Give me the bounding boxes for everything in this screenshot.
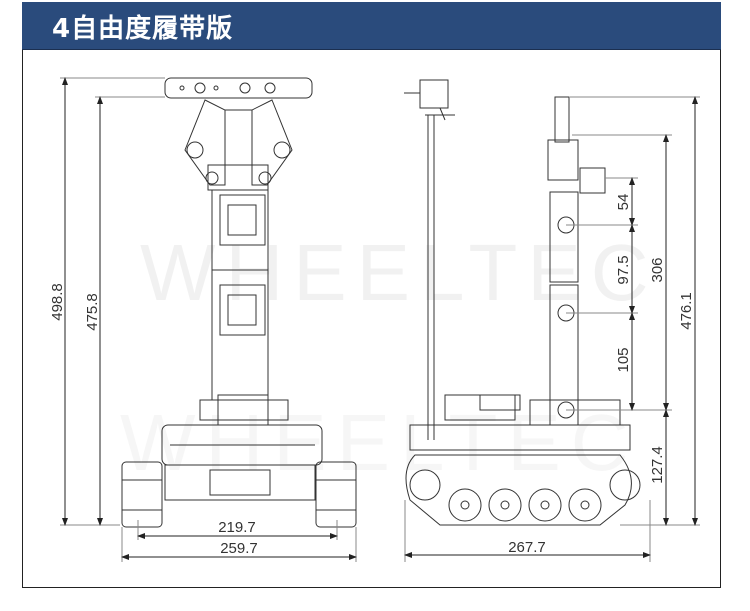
dim-lower-seg: 105 — [615, 347, 632, 372]
dim-wrist-seg: 54 — [615, 194, 632, 211]
dim-upper-seg: 97.5 — [615, 255, 632, 284]
page-title: 4自由度履带版 — [52, 14, 234, 44]
dim-outer-width: 259.7 — [220, 540, 258, 557]
dim-length: 267.7 — [508, 539, 546, 556]
dimension-lines — [60, 77, 700, 562]
dim-total-height: 476.1 — [678, 292, 695, 330]
watermark: WHEELTEC — [140, 228, 659, 317]
dim-arm-height: 306 — [649, 257, 666, 282]
dim-inner-width: 219.7 — [218, 519, 256, 536]
watermark-2: WHEELTEC — [120, 398, 639, 487]
dim-overall-height: 498.8 — [49, 283, 66, 321]
header-bar: 4自由度履带版 — [22, 2, 721, 50]
front-view-robot — [121, 77, 357, 528]
dim-base-height: 127.4 — [649, 446, 666, 484]
dim-body-height: 475.8 — [84, 293, 101, 331]
